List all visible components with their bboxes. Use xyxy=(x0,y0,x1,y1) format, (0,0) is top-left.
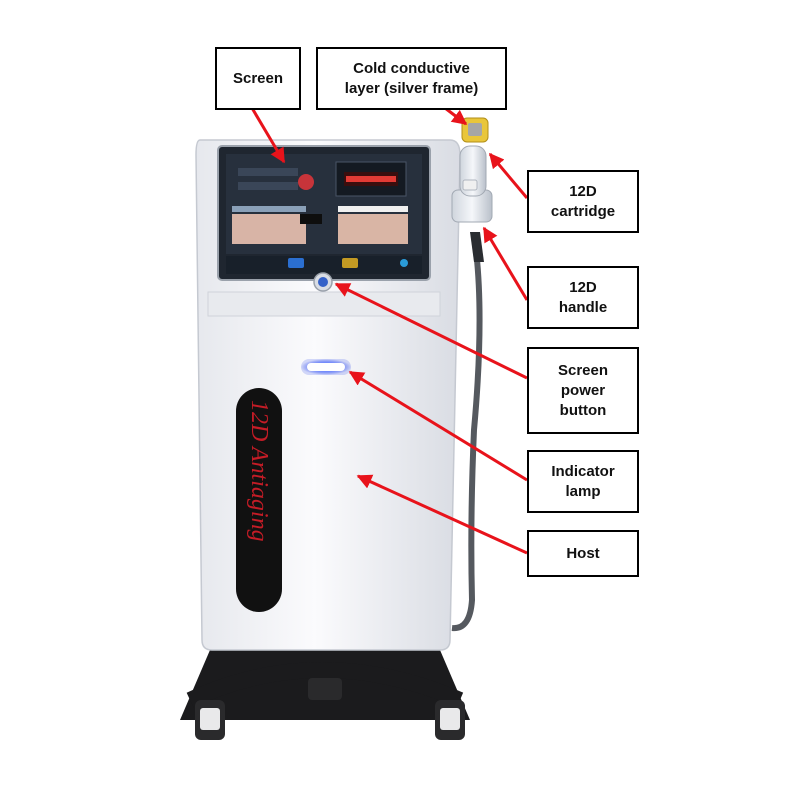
label-power-button: Screen power button xyxy=(527,347,639,434)
arrow-screen xyxy=(250,107,286,164)
label-handle: 12D handle xyxy=(527,266,639,329)
base-stand xyxy=(180,650,470,740)
screen-settings-icon[interactable] xyxy=(400,259,408,267)
brand-text: 12D Antiaging xyxy=(246,400,272,542)
screen-panel xyxy=(217,145,431,281)
label-cold-layer: Cold conductive layer (silver frame) xyxy=(316,47,507,110)
callout-arrows xyxy=(250,106,529,555)
label-indicator-lamp: Indicator lamp xyxy=(527,450,639,513)
arrow-cartridge xyxy=(488,152,529,199)
screen-stop-button[interactable] xyxy=(288,258,304,268)
wheel-rear xyxy=(308,678,342,700)
arrow-cold-layer xyxy=(444,106,468,126)
screen-start-button[interactable] xyxy=(342,258,358,268)
handle-assembly xyxy=(451,117,493,632)
label-screen: Screen xyxy=(215,47,301,110)
indicator-lamp-shape xyxy=(301,359,351,375)
arrow-handle xyxy=(482,226,529,301)
label-cartridge: 12D cartridge xyxy=(527,170,639,233)
arrow-indicator-lamp xyxy=(348,370,528,482)
arrow-host xyxy=(356,474,528,555)
brand-badge: 12D Antiaging xyxy=(236,388,282,612)
arrow-power-button xyxy=(334,282,528,380)
power-button-shape[interactable] xyxy=(313,272,333,292)
label-host: Host xyxy=(527,530,639,577)
